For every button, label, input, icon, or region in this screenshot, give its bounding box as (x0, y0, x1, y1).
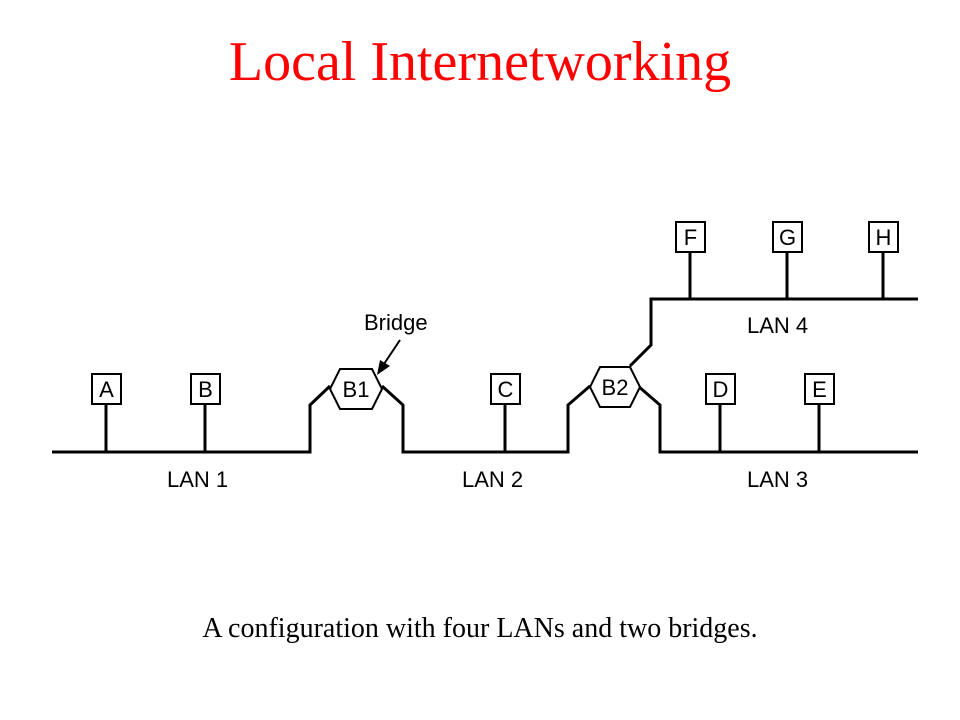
lan-4-label: LAN 4 (747, 313, 808, 338)
station-b-label: B (198, 377, 213, 402)
bridge-b2: B2 (588, 366, 642, 408)
lan-wiring (52, 252, 918, 454)
bridge-b2-label: B2 (602, 375, 629, 400)
station-c: C (490, 373, 521, 405)
station-h: H (868, 221, 899, 253)
station-f: F (675, 221, 706, 253)
station-e-label: E (812, 377, 827, 402)
lan-3-bus (637, 384, 918, 454)
station-b: B (190, 373, 221, 405)
lan-4-bus (628, 297, 918, 368)
slide-title: Local Internetworking (228, 31, 732, 93)
station-a: A (91, 373, 122, 405)
bridge-annotation: Bridge (364, 310, 428, 375)
bridge-annotation-label: Bridge (364, 310, 428, 335)
station-f-label: F (684, 225, 697, 250)
lan-1-label: LAN 1 (167, 467, 228, 492)
bridge-b1: B1 (328, 368, 384, 410)
station-e: E (804, 373, 835, 405)
station-g: G (772, 221, 803, 253)
bridge-b1-label: B1 (343, 377, 370, 402)
station-h-label: H (876, 225, 892, 250)
lan-3-label: LAN 3 (747, 467, 808, 492)
slide-caption: A configuration with four LANs and two b… (202, 613, 758, 644)
annotation-arrowhead (377, 360, 390, 375)
station-d: D (705, 373, 736, 405)
station-d-label: D (713, 377, 729, 402)
station-a-label: A (99, 377, 114, 402)
lan-1-bus (52, 384, 332, 454)
lan-2-label: LAN 2 (462, 467, 523, 492)
lan-2-bus (380, 384, 591, 454)
station-c-label: C (498, 377, 514, 402)
station-g-label: G (779, 225, 796, 250)
